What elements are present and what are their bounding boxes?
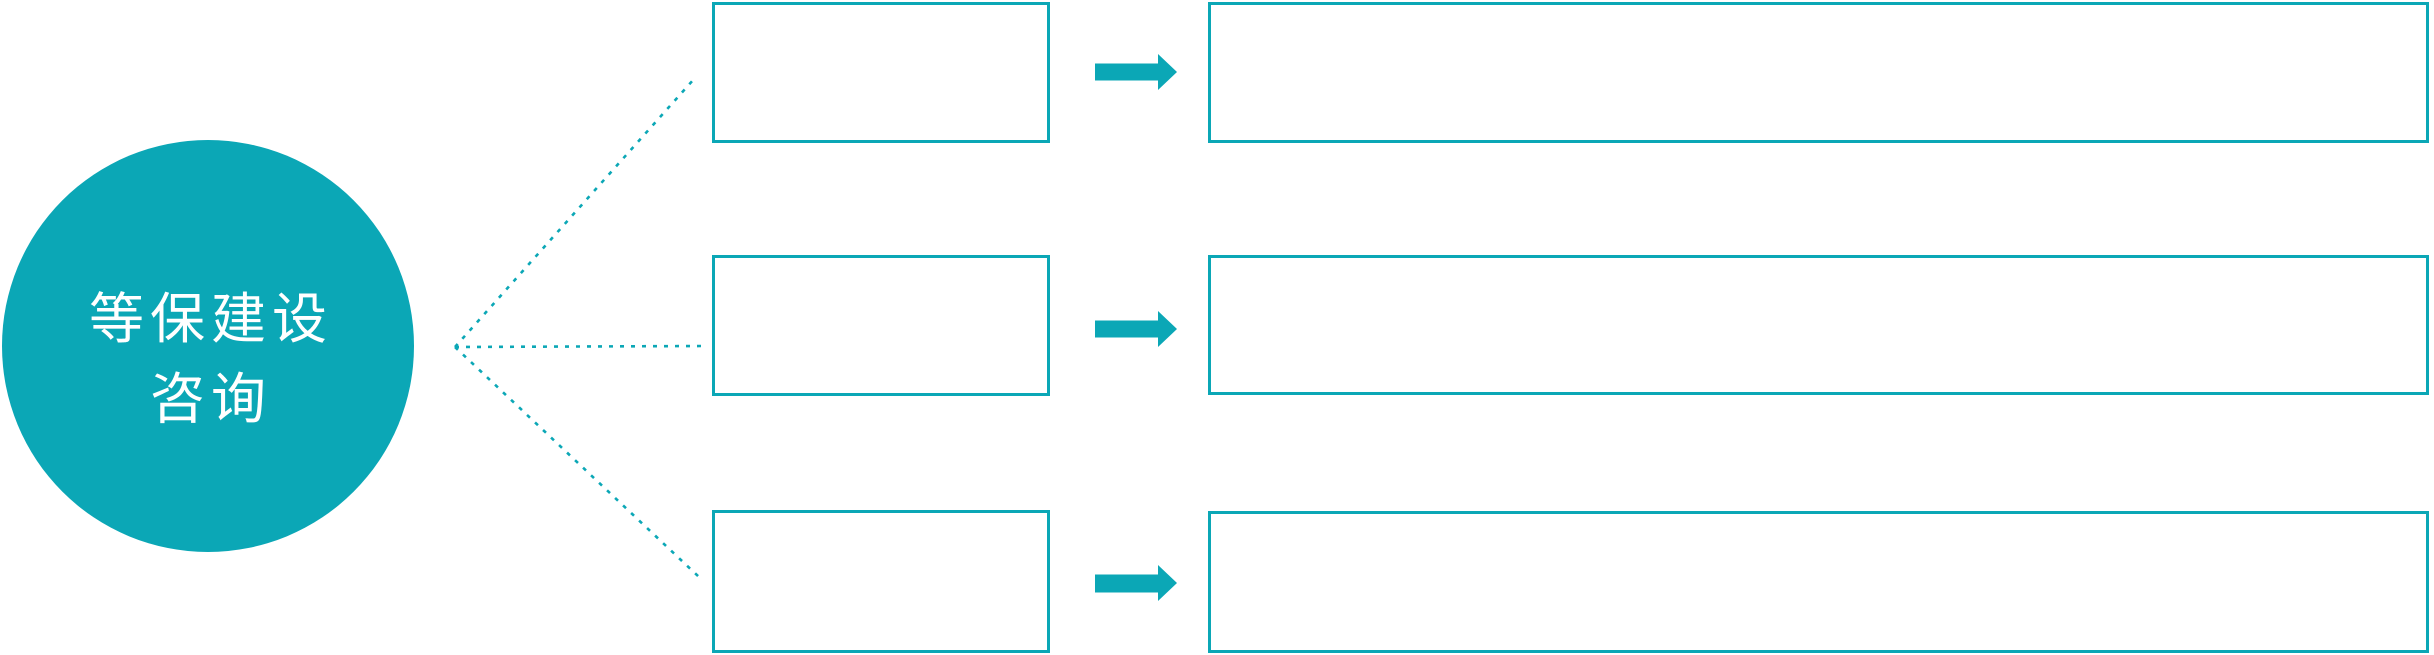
result-box-row3: [1208, 511, 2429, 653]
center-node-label-line2: 咨询: [149, 368, 272, 430]
dashed-connector-bottom: [454, 346, 700, 578]
arrow-right-icon-row1: [1095, 54, 1177, 90]
center-node: 等保建设 咨询: [2, 140, 414, 552]
dashed-connector-middle: [454, 344, 704, 349]
dashed-connector-top: [454, 78, 695, 348]
mid-box-row2: [712, 255, 1050, 396]
mid-box-row1: [712, 2, 1050, 143]
arrow-right-icon-row2: [1095, 311, 1177, 347]
mid-box-row3: [712, 510, 1050, 653]
result-box-row2: [1208, 255, 2429, 395]
result-box-row1: [1208, 2, 2429, 143]
center-node-label-line1: 等保建设: [88, 288, 333, 350]
arrow-right-icon-row3: [1095, 565, 1177, 601]
